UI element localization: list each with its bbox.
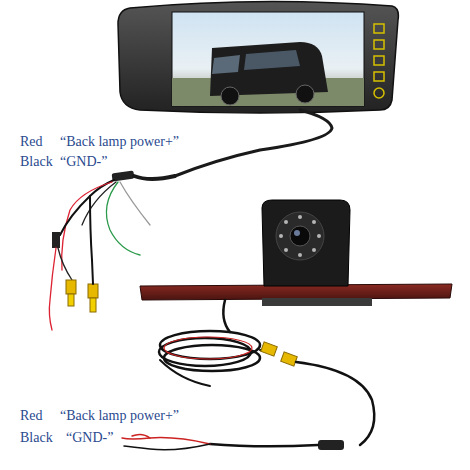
mirror-monitor [118, 1, 398, 113]
wire-color: Red [20, 134, 43, 150]
wire-function: “GND-” [60, 154, 107, 170]
wire-color: Black [20, 430, 53, 446]
camera-wiring [122, 300, 374, 450]
wire-function: “GND-” [66, 430, 113, 446]
wire-color: Black [20, 154, 53, 170]
wire-function: “Back lamp power+” [60, 408, 179, 424]
wire-function: “Back lamp power+” [60, 134, 179, 150]
brake-light-camera [140, 200, 452, 306]
wire-color: Red [20, 408, 43, 424]
